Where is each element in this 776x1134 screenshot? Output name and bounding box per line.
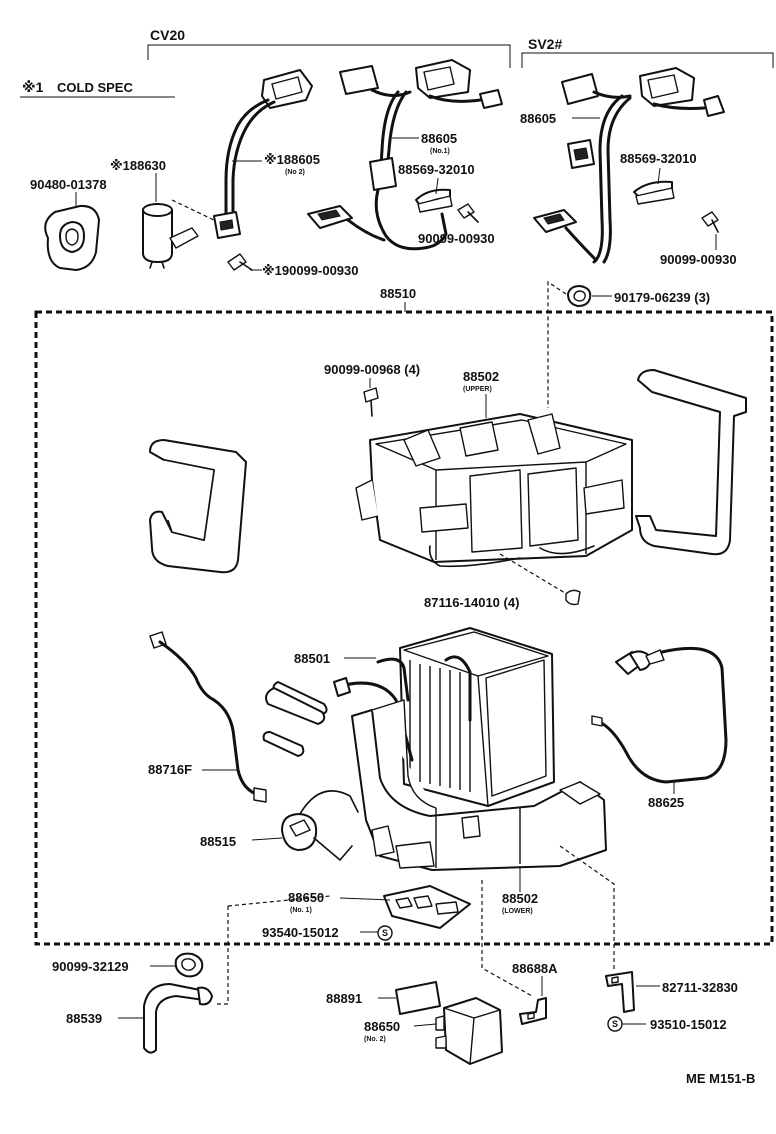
label-88502-lower-sub: (LOWER) [502, 908, 533, 915]
dash-lead-88688a [481, 880, 533, 997]
label-88605-a: 88605 [421, 131, 457, 146]
label-93540-15012: 93540-15012 [262, 925, 339, 940]
relay-188630: ※188630 [110, 158, 219, 269]
label-88510: 88510 [380, 286, 416, 301]
screw-90099-00930-b: 90099-00930 [660, 211, 737, 267]
screw-190099-00930: ※190099-00930 [227, 253, 359, 278]
cold-spec-label: COLD SPEC [57, 80, 133, 95]
wire-harness-88605-no1: 88605 (No.1) [307, 59, 503, 251]
assembly-box-88510: 88510 [34, 286, 774, 946]
label-88688a: 88688A [512, 961, 558, 976]
label-90099-00968: 90099-00968 (4) [324, 362, 420, 377]
label-88539: 88539 [66, 1011, 102, 1026]
insulation-tube-upper [265, 681, 328, 725]
header-sv2: SV2# [528, 36, 562, 52]
label-188605: ※188605 [264, 152, 320, 167]
label-88502-upper-sub: (UPPER) [463, 386, 492, 393]
label-90179-06239: 90179-06239 (3) [614, 290, 710, 305]
cold-spec-note: ※1 COLD SPEC [20, 79, 175, 98]
label-88501: 88501 [294, 651, 330, 666]
side-packing-left [149, 439, 247, 574]
dash-lead-82711 [559, 845, 615, 970]
cold-spec-symbol: ※1 [22, 79, 44, 95]
side-packing-right [635, 369, 747, 556]
evaporator-88501: 88501 [294, 627, 555, 807]
label-88569-32010-b: 88569-32010 [620, 151, 697, 166]
label-88569-32010-a: 88569-32010 [398, 162, 475, 177]
label-88502-upper: 88502 [463, 369, 499, 384]
wire-harness-188605-no2: ※188605 (No 2) [213, 69, 320, 239]
label-90099-32129: 90099-32129 [52, 959, 129, 974]
clip-90179-06239: 90179-06239 (3) [547, 280, 710, 408]
label-88650-no2-sub: (No. 2) [364, 1036, 386, 1043]
screw-90099-00930-a: 90099-00930 [418, 203, 495, 246]
label-82711-32830: 82711-32830 [662, 980, 738, 995]
reference-code: ME M151-B [686, 1071, 755, 1086]
part-93510-15012: S 93510-15012 [607, 1016, 727, 1032]
label-88716f: 88716F [148, 762, 192, 777]
screw-90099-00968: 90099-00968 (4) [324, 362, 420, 417]
label-88502-lower: 88502 [502, 891, 538, 906]
dash-lead-88539 [214, 906, 229, 1005]
s-mark-2: S [612, 1019, 618, 1029]
part-88891: 88891 [326, 981, 441, 1015]
label-88650-no2: 88650 [364, 1019, 400, 1034]
upper-case-88502: 88502 (UPPER) [355, 369, 633, 568]
bracket-82711-32830: 82711-32830 [605, 971, 738, 1013]
wire-harness-88605-sv2: 88605 [520, 67, 725, 264]
clamp-88569-32010-a: 88569-32010 [398, 162, 475, 213]
label-90099-00930-b: 90099-00930 [660, 252, 737, 267]
label-188605-sub: (No 2) [285, 169, 305, 176]
clamp-88569-32010-b: 88569-32010 [620, 151, 697, 205]
duct-88539: 88539 [66, 983, 213, 1054]
lower-case-88502: 88502 (LOWER) [351, 699, 607, 915]
bracket-88688a: 88688A [512, 961, 558, 1025]
label-188630: ※188630 [110, 158, 166, 173]
clip-87116-14010: 87116-14010 (4) [424, 553, 581, 610]
insulation-tube-lower [262, 731, 305, 757]
grommet-90480-01378: 90480-01378 [30, 177, 107, 271]
label-88605-a-sub: (No.1) [430, 148, 450, 155]
amplifier-88650-no1: 88650 (No. 1) [288, 885, 471, 929]
label-90480-01378: 90480-01378 [30, 177, 107, 192]
header-bracket-cv20: CV20 [147, 27, 511, 68]
label-88515: 88515 [200, 834, 236, 849]
thermistor-88716f: 88716F [148, 631, 267, 803]
label-90099-00930-a: 90099-00930 [418, 231, 495, 246]
label-93510-15012: 93510-15012 [650, 1017, 727, 1032]
label-88891: 88891 [326, 991, 362, 1006]
label-88625: 88625 [648, 795, 684, 810]
label-88605-b: 88605 [520, 111, 556, 126]
label-88650-no1: 88650 [288, 890, 324, 905]
label-190099-00930: ※190099-00930 [262, 263, 359, 278]
grommet-90099-32129: 90099-32129 [52, 952, 204, 978]
label-87116-14010: 87116-14010 (4) [424, 595, 519, 610]
valve-88515: 88515 [200, 790, 359, 862]
header-bracket-sv2: SV2# [521, 36, 774, 68]
s-mark-1: S [382, 928, 388, 938]
header-cv20: CV20 [150, 27, 185, 43]
amplifier-88650-no2: 88650 (No. 2) [364, 997, 503, 1065]
part-93540-15012: 93540-15012 S [262, 925, 393, 941]
sensor-88625: 88625 [591, 646, 728, 810]
label-88650-no1-sub: (No. 1) [290, 907, 312, 914]
s-mark-icon [377, 925, 393, 941]
